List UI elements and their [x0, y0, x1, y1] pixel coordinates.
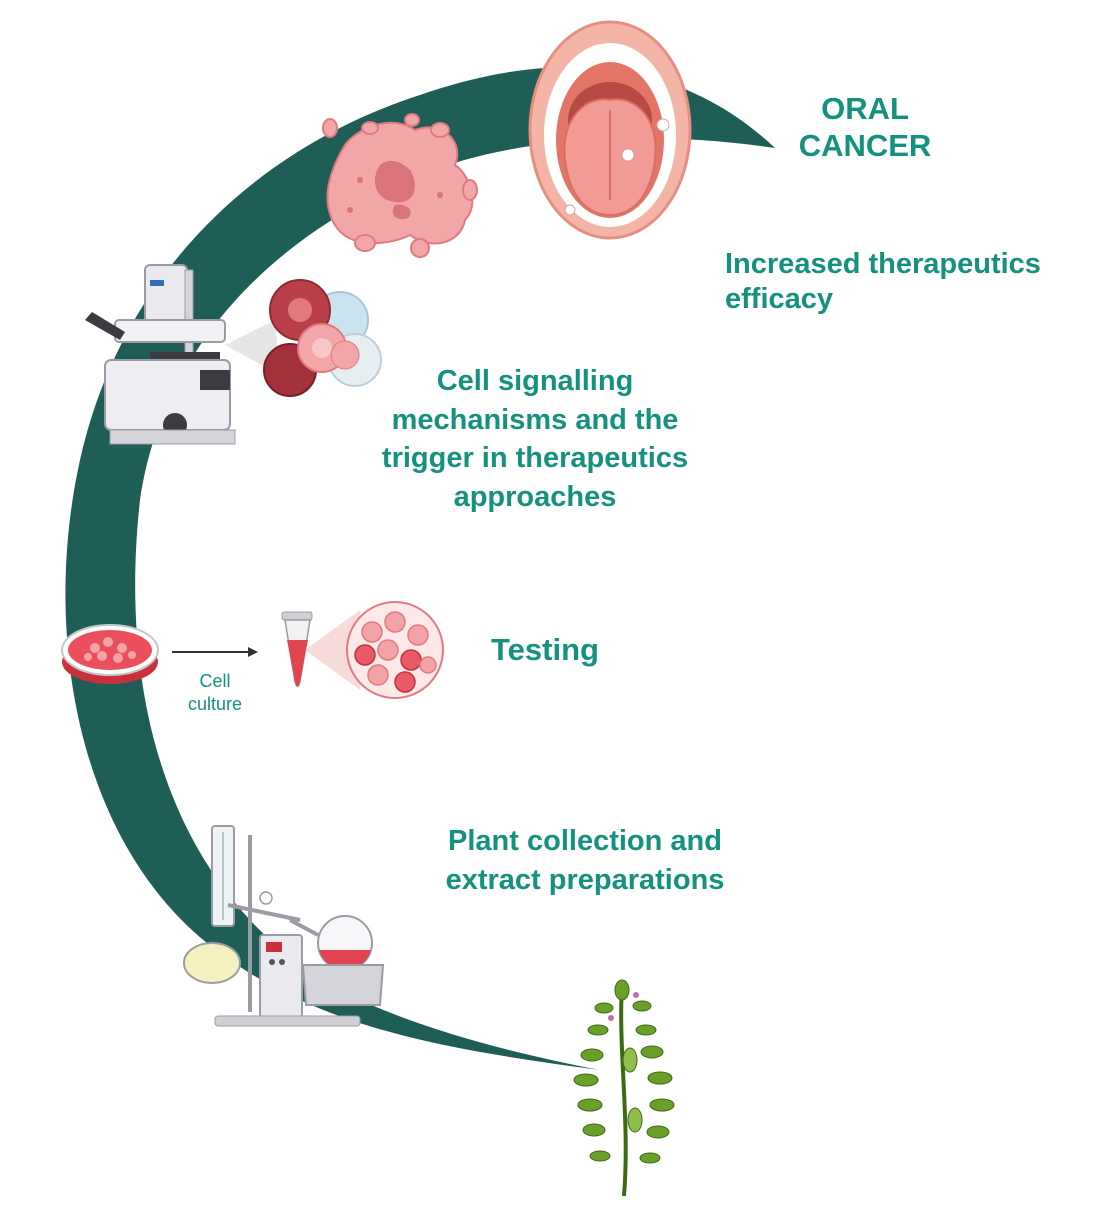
cell-cluster-icon — [263, 279, 382, 397]
label-plant-collection: Plant collection and extract preparation… — [420, 822, 750, 899]
open-mouth-icon — [528, 20, 692, 240]
label-plant-line-2: extract preparations — [445, 863, 725, 896]
label-cell-culture: Cell culture — [170, 670, 260, 715]
label-oral-cancer: ORAL CANCER — [770, 90, 960, 164]
label-increased-efficacy: Increased therapeutics efficacy — [725, 247, 1095, 317]
label-efficacy-line-1: Increased therapeutics — [725, 248, 1041, 280]
label-signalling-line-4: approaches — [453, 480, 617, 513]
label-cell-culture-line-2: culture — [187, 693, 243, 714]
label-testing-text: Testing — [491, 632, 599, 667]
label-signalling-line-2: mechanisms and the — [391, 403, 679, 436]
label-oral-cancer-line-2: CANCER — [798, 128, 932, 164]
label-efficacy-line-2: efficacy — [725, 282, 834, 315]
label-signalling-line-3: trigger in therapeutics — [381, 442, 689, 475]
rotary-evaporator-icon — [183, 825, 385, 1027]
petri-dish-icon — [61, 624, 159, 684]
arrow-icon — [172, 647, 258, 657]
microscope-icon — [85, 264, 236, 445]
label-cell-culture-line-1: Cell — [199, 671, 231, 691]
label-cell-signalling: Cell signalling mechanisms and the trigg… — [355, 362, 715, 516]
test-tube-icon — [281, 611, 313, 688]
cells-magnified-icon — [346, 601, 444, 699]
label-plant-line-1: Plant collection and — [448, 825, 722, 857]
label-testing: Testing — [470, 631, 620, 668]
plant-icon — [573, 979, 675, 1197]
tumor-cells-icon — [322, 113, 478, 258]
label-oral-cancer-line-1: ORAL — [821, 91, 909, 126]
label-signalling-line-1: Cell signalling — [436, 365, 634, 397]
